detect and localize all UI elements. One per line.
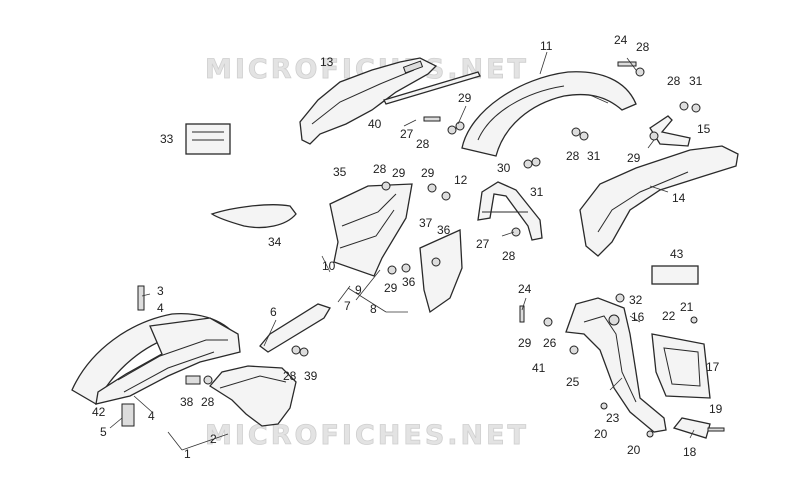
callout-28f: 28 <box>502 249 516 263</box>
callout-29f: 29 <box>518 336 532 350</box>
part-1-front-mudguard <box>71 312 241 405</box>
callout-28d: 28 <box>667 74 681 88</box>
callout-26: 26 <box>543 336 557 350</box>
callout-28b: 28 <box>416 137 430 151</box>
callout-39: 39 <box>304 369 318 383</box>
callout-16: 16 <box>631 310 645 324</box>
callout-28a: 28 <box>636 40 650 54</box>
watermark-bottom: MICROFICHES.NET <box>205 420 529 451</box>
callout-29c: 29 <box>392 166 406 180</box>
callout-20b: 20 <box>627 443 641 457</box>
part-43-reflector <box>651 265 699 285</box>
callout-21: 21 <box>680 300 694 314</box>
part-8-side-plate <box>419 229 463 314</box>
callout-33: 33 <box>160 132 174 146</box>
callout-29d: 29 <box>421 166 435 180</box>
callout-9: 9 <box>355 283 362 297</box>
callout-27b: 27 <box>476 237 490 251</box>
callout-14: 14 <box>672 191 686 205</box>
callout-23: 23 <box>606 411 620 425</box>
callout-5: 5 <box>100 425 107 439</box>
part-17-plate-frame <box>651 333 711 399</box>
callout-1: 1 <box>184 447 191 461</box>
callout-43: 43 <box>670 247 684 261</box>
callout-28g: 28 <box>283 369 297 383</box>
callout-labels: 1 2 3 4 4 5 6 7 8 9 10 11 12 13 14 15 16… <box>92 33 723 461</box>
callout-29b: 29 <box>627 151 641 165</box>
callout-4a: 4 <box>157 301 164 315</box>
callout-38: 38 <box>180 395 194 409</box>
part-14-right-cover <box>579 145 739 257</box>
part-10-battery-bracket <box>329 183 413 277</box>
callout-34: 34 <box>268 235 282 249</box>
leader-lines <box>109 51 695 451</box>
callout-20a: 20 <box>594 427 608 441</box>
hardware-fasteners <box>121 61 725 438</box>
part-2-mudguard-insert <box>209 365 297 427</box>
part-16-rear-frame <box>565 297 667 433</box>
callout-29e: 29 <box>384 281 398 295</box>
callout-7: 7 <box>344 299 351 313</box>
callout-17: 17 <box>706 360 720 374</box>
callout-30: 30 <box>497 161 511 175</box>
callout-42: 42 <box>92 405 106 419</box>
callout-36b: 36 <box>402 275 416 289</box>
callout-19: 19 <box>709 402 723 416</box>
callout-27a: 27 <box>400 127 414 141</box>
part-13-left-cover <box>299 57 438 145</box>
callout-15: 15 <box>697 122 711 136</box>
callout-32: 32 <box>629 293 643 307</box>
part-40-rubber-strip <box>383 71 481 105</box>
callout-28c: 28 <box>566 149 580 163</box>
callout-31a: 31 <box>689 74 703 88</box>
callout-6: 6 <box>270 305 277 319</box>
watermark-top: MICROFICHES.NET <box>205 54 529 85</box>
callout-24b: 24 <box>518 282 532 296</box>
callout-31c: 31 <box>530 185 544 199</box>
callout-8: 8 <box>370 302 377 316</box>
callout-4b: 4 <box>148 409 155 423</box>
callout-40: 40 <box>368 117 382 131</box>
callout-12: 12 <box>454 173 468 187</box>
callout-24a: 24 <box>614 33 628 47</box>
callout-13: 13 <box>320 55 334 69</box>
part-15-bracket <box>649 115 691 147</box>
callout-10: 10 <box>322 259 336 273</box>
part-18-plate-light <box>672 417 711 439</box>
callout-25: 25 <box>566 375 580 389</box>
callout-36a: 36 <box>437 223 451 237</box>
part-6-brace <box>259 303 331 353</box>
callout-29a: 29 <box>458 91 472 105</box>
callout-22: 22 <box>662 309 676 323</box>
callout-28e: 28 <box>373 162 387 176</box>
callout-37: 37 <box>419 216 433 230</box>
part-33-decal <box>185 123 231 155</box>
callout-11: 11 <box>540 39 553 53</box>
callout-18: 18 <box>683 445 697 459</box>
part-11-rear-mudguard <box>461 71 637 157</box>
callout-3: 3 <box>157 284 164 298</box>
callout-2: 2 <box>210 432 217 446</box>
callout-31b: 31 <box>587 149 601 163</box>
callout-41: 41 <box>532 361 546 375</box>
part-34-cloth <box>210 204 297 229</box>
part-12-handle <box>477 181 543 241</box>
callout-35: 35 <box>333 165 347 179</box>
callout-28h: 28 <box>201 395 215 409</box>
